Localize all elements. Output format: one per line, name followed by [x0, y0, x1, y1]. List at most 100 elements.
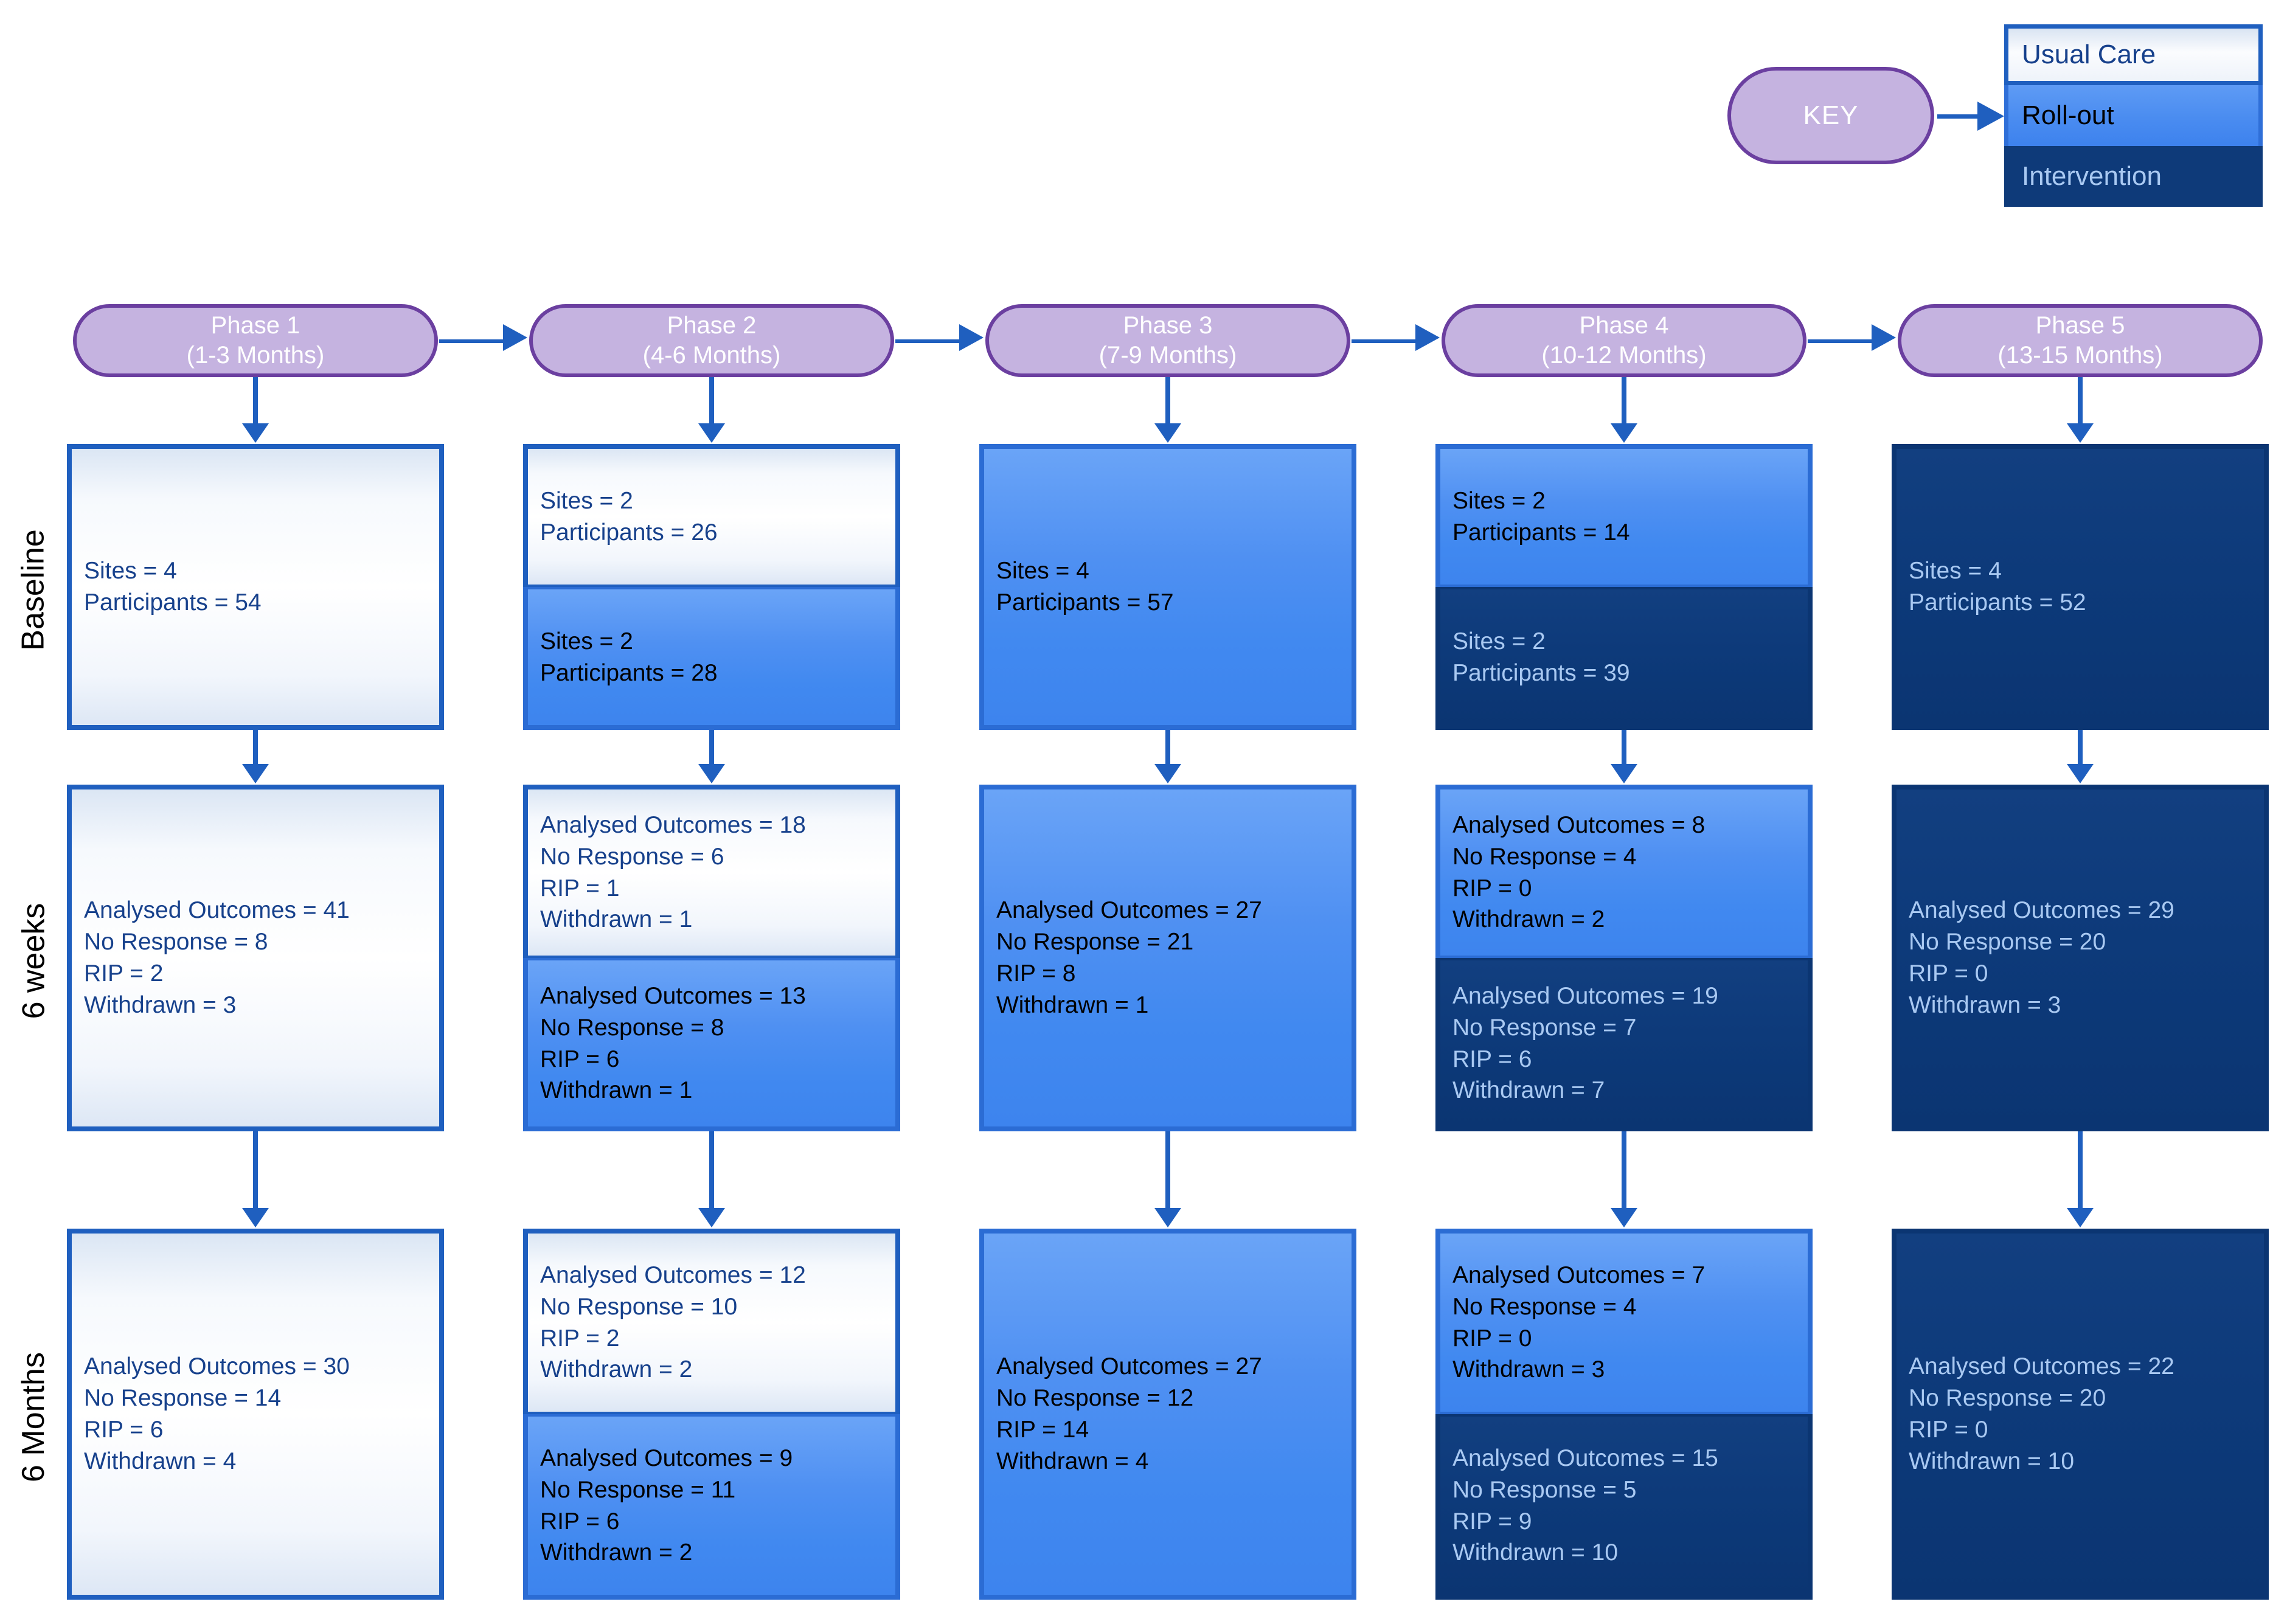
metric-line: No Response = 12 — [996, 1385, 1194, 1412]
cell-baseline-phase-4: Sites = 2 Participants = 14 Sites = 2 Pa… — [1435, 444, 1813, 730]
metric-line: Sites = 4 — [84, 558, 177, 585]
metric-line: Analysed Outcomes = 12 — [540, 1261, 806, 1288]
segment-usual-care: Analysed Outcomes = 30 No Response = 14 … — [67, 1229, 444, 1600]
metric-line: Analysed Outcomes = 30 — [84, 1353, 350, 1380]
connector-arrowhead — [2067, 764, 2094, 783]
metric-line: Sites = 2 — [540, 487, 633, 514]
metric-line: RIP = 0 — [1452, 875, 1532, 901]
row-label-baseline: Baseline — [16, 529, 51, 651]
cell-6months-phase-3: Analysed Outcomes = 27 No Response = 12 … — [979, 1229, 1356, 1600]
phase-name: Phase 4 — [1579, 312, 1669, 339]
connector-arrowhead — [242, 1208, 269, 1227]
row-label-6-weeks: 6 weeks — [16, 903, 52, 1019]
metric-line: Withdrawn = 2 — [540, 1356, 693, 1383]
phase-flow-arrow-4-5 — [1808, 324, 1898, 351]
metric-line: No Response = 6 — [540, 843, 724, 870]
metric-line: RIP = 6 — [540, 1046, 620, 1072]
segment-roll-out: Sites = 2 Participants = 14 — [1435, 444, 1813, 587]
metric-line: RIP = 0 — [1909, 960, 1988, 987]
connector-6weeks-6months-5 — [2078, 1131, 2083, 1209]
cell-6weeks-phase-5: Analysed Outcomes = 29 No Response = 20 … — [1892, 785, 2269, 1131]
connector-baseline-6weeks-3 — [1165, 730, 1170, 765]
cell-6weeks-phase-4: Analysed Outcomes = 8 No Response = 4 RI… — [1435, 785, 1813, 1131]
phase-header-3: Phase 3 (7-9 Months) — [985, 304, 1350, 377]
segment-usual-care: Sites = 4 Participants = 54 — [67, 444, 444, 730]
metric-line: RIP = 6 — [540, 1508, 620, 1535]
metric-line: Participants = 14 — [1452, 519, 1630, 546]
phase-name: Phase 3 — [1123, 312, 1213, 339]
metric-line: RIP = 2 — [84, 960, 164, 987]
segment-roll-out: Analysed Outcomes = 27 No Response = 21 … — [979, 785, 1356, 1131]
metric-line: Participants = 52 — [1909, 589, 2086, 616]
cell-6weeks-phase-1: Analysed Outcomes = 41 No Response = 8 R… — [67, 785, 444, 1131]
connector-6weeks-6months-3 — [1165, 1131, 1170, 1209]
phase-flow-arrow-2-3 — [895, 324, 985, 351]
metric-line: Analysed Outcomes = 8 — [1452, 811, 1706, 838]
phase-header-1: Phase 1 (1-3 Months) — [73, 304, 438, 377]
connector-arrowhead — [2067, 423, 2094, 443]
cell-baseline-phase-2: Sites = 2 Participants = 26 Sites = 2 Pa… — [523, 444, 900, 730]
connector-header-baseline-5 — [2078, 377, 2083, 425]
segment-intervention: Analysed Outcomes = 19 No Response = 7 R… — [1435, 958, 1813, 1131]
segment-intervention: Analysed Outcomes = 15 No Response = 5 R… — [1435, 1414, 1813, 1600]
connector-arrowhead — [242, 764, 269, 783]
metric-line: Analysed Outcomes = 41 — [84, 897, 350, 924]
metric-line: No Response = 20 — [1909, 1385, 2106, 1412]
key-item-usual-care: Usual Care — [2004, 24, 2263, 85]
segment-usual-care: Analysed Outcomes = 41 No Response = 8 R… — [67, 785, 444, 1131]
cell-6months-phase-2: Analysed Outcomes = 12 No Response = 10 … — [523, 1229, 900, 1600]
metric-line: Withdrawn = 10 — [1452, 1539, 1619, 1566]
metric-line: Participants = 54 — [84, 589, 262, 616]
metric-line: No Response = 4 — [1452, 1293, 1637, 1320]
phase-flow-arrow-1-2 — [439, 324, 529, 351]
metric-line: Withdrawn = 3 — [1909, 991, 2061, 1018]
connector-arrowhead — [1611, 764, 1637, 783]
segment-roll-out: Analysed Outcomes = 8 No Response = 4 RI… — [1435, 785, 1813, 958]
phase-header-5: Phase 5 (13-15 Months) — [1898, 304, 2263, 377]
metric-line: No Response = 21 — [996, 929, 1194, 956]
metric-line: RIP = 14 — [996, 1417, 1089, 1443]
metric-line: RIP = 6 — [1452, 1046, 1532, 1072]
metric-line: Sites = 2 — [1452, 487, 1546, 514]
metric-line: No Response = 14 — [84, 1385, 282, 1412]
key-legend-list: Usual Care Roll-out Intervention — [2004, 24, 2263, 207]
key-item-label: Usual Care — [2022, 40, 2156, 69]
metric-line: Withdrawn = 1 — [996, 991, 1149, 1018]
cell-baseline-phase-1: Sites = 4 Participants = 54 — [67, 444, 444, 730]
segment-roll-out: Analysed Outcomes = 27 No Response = 12 … — [979, 1229, 1356, 1600]
metric-line: RIP = 1 — [540, 875, 620, 901]
segment-usual-care: Analysed Outcomes = 12 No Response = 10 … — [523, 1229, 900, 1414]
metric-line: Analysed Outcomes = 18 — [540, 811, 806, 838]
connector-6weeks-6months-2 — [709, 1131, 714, 1209]
phase-period: (13-15 Months) — [1997, 342, 2163, 369]
connector-arrowhead — [1611, 1208, 1637, 1227]
metric-line: Analysed Outcomes = 9 — [540, 1445, 793, 1471]
metric-line: Sites = 2 — [540, 628, 633, 654]
connector-arrowhead — [1154, 423, 1181, 443]
connector-arrowhead — [1154, 1208, 1181, 1227]
segment-intervention: Analysed Outcomes = 22 No Response = 20 … — [1892, 1229, 2269, 1600]
metric-line: Analysed Outcomes = 7 — [1452, 1261, 1706, 1288]
metric-line: Participants = 57 — [996, 589, 1174, 616]
connector-arrowhead — [698, 1208, 725, 1227]
connector-header-baseline-4 — [1622, 377, 1626, 425]
phase-header-4: Phase 4 (10-12 Months) — [1442, 304, 1806, 377]
metric-line: Sites = 2 — [1452, 628, 1546, 654]
segment-intervention: Sites = 2 Participants = 39 — [1435, 587, 1813, 730]
connector-arrowhead — [698, 423, 725, 443]
metric-line: Sites = 4 — [996, 558, 1089, 585]
cell-6weeks-phase-2: Analysed Outcomes = 18 No Response = 6 R… — [523, 785, 900, 1131]
metric-line: Analysed Outcomes = 22 — [1909, 1353, 2174, 1380]
metric-line: No Response = 8 — [84, 929, 268, 956]
metric-line: Participants = 26 — [540, 519, 718, 546]
segment-roll-out: Analysed Outcomes = 13 No Response = 8 R… — [523, 958, 900, 1131]
cell-6months-phase-1: Analysed Outcomes = 30 No Response = 14 … — [67, 1229, 444, 1600]
metric-line: Analysed Outcomes = 15 — [1452, 1445, 1718, 1471]
phase-name: Phase 1 — [210, 312, 300, 339]
phase-period: (7-9 Months) — [1098, 342, 1237, 369]
key-item-roll-out: Roll-out — [2004, 85, 2263, 146]
connector-header-baseline-1 — [253, 377, 258, 425]
metric-line: Withdrawn = 1 — [540, 1077, 693, 1104]
connector-baseline-6weeks-4 — [1622, 730, 1626, 765]
